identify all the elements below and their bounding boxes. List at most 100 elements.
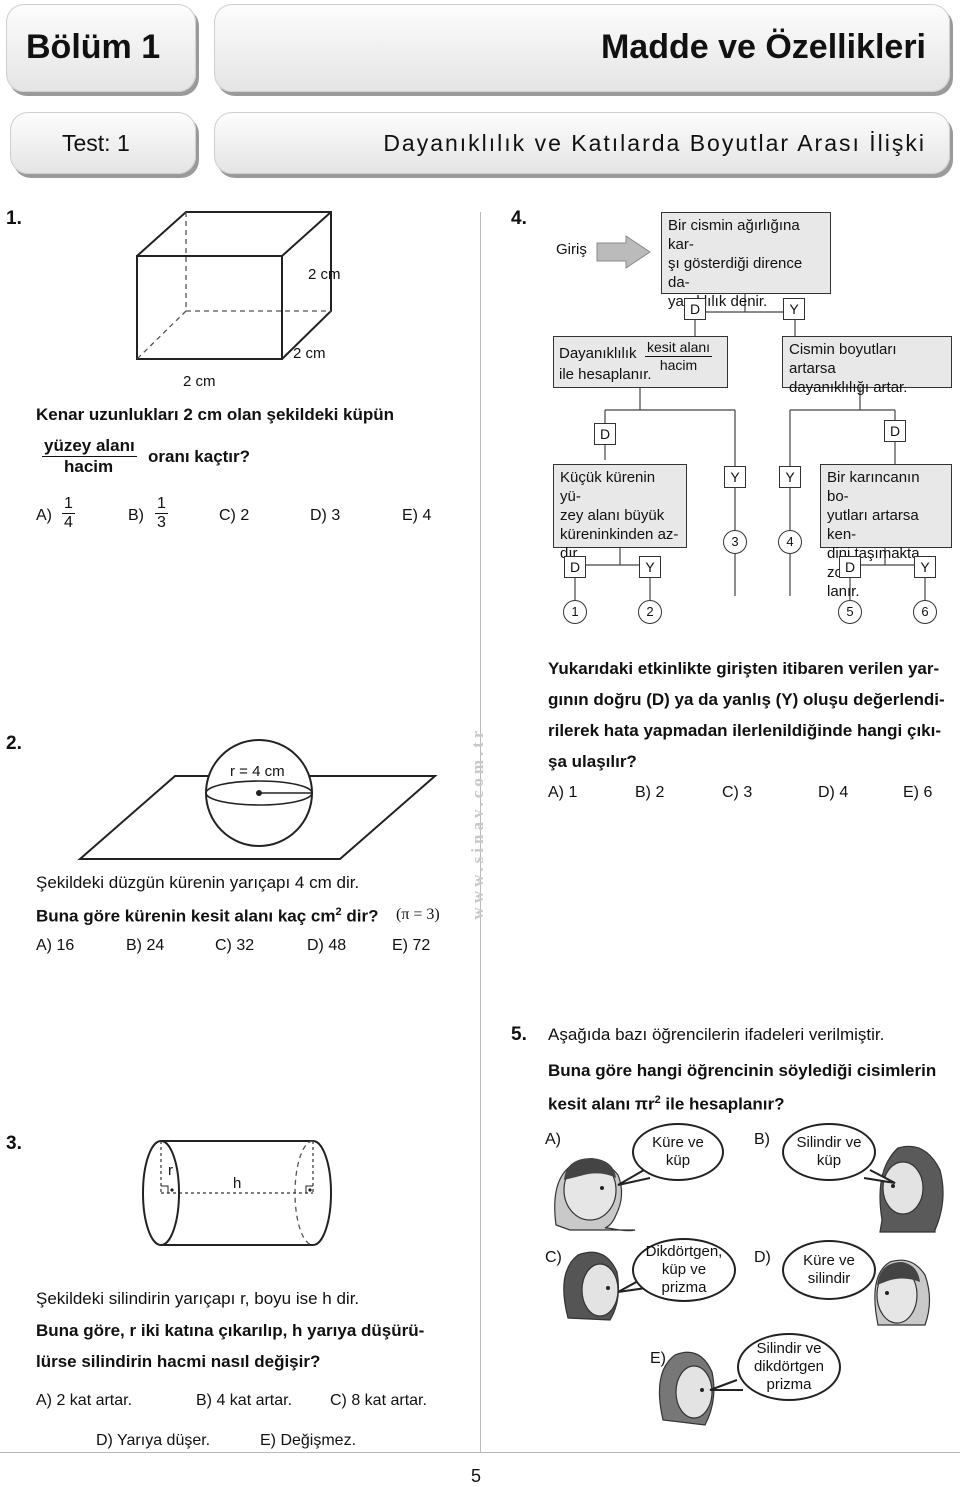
q5-option-b[interactable]: B) — [754, 1131, 770, 1148]
flow-exit-6: 6 — [913, 600, 937, 624]
cylinder-h-label: h — [233, 1175, 242, 1192]
q2-option-d[interactable]: D) 48 — [307, 937, 347, 954]
q1-option-b[interactable]: B) — [128, 507, 144, 524]
cube-label-width: 2 cm — [183, 373, 216, 390]
flow-lower-left-box: Küçük kürenin yü- zey alanı büyük küreni… — [553, 464, 687, 562]
cube-label-height: 2 cm — [308, 266, 341, 283]
question-5-text-3: kesit alanı πr2 ile hesaplanır? — [548, 1094, 785, 1114]
subtitle: Dayanıklılık ve Katılarda Boyutlar Arası… — [383, 130, 926, 156]
q5-option-b-bubble: Silindir ve küp — [782, 1123, 876, 1181]
cylinder-r-label: r — [168, 1162, 173, 1179]
q3-option-b[interactable]: B) 4 kat artar. — [196, 1392, 293, 1409]
student-b-figure — [879, 1145, 944, 1233]
student-e-figure — [658, 1351, 715, 1426]
flow-tag-d: D — [684, 298, 706, 320]
question-1-fraction: yüzey alanı hacim — [42, 436, 137, 476]
q1-option-d[interactable]: D) 3 — [310, 507, 341, 524]
test-label: Test: 1 — [62, 130, 130, 156]
flow-right-box: Cismin boyutları artarsa dayanıklılığı a… — [782, 336, 952, 396]
question-3-text-1: Şekildeki silindirin yarıçapı r, boyu is… — [36, 1289, 360, 1308]
question-4-number: 4. — [511, 208, 527, 229]
question-5-text-1: Aşağıda bazı öğrencilerin ifadeleri veri… — [548, 1025, 885, 1044]
question-4-text-3: rilerek hata yapmadan ilerlenildiğinde h… — [548, 721, 942, 740]
flow-exit-3: 3 — [723, 530, 747, 554]
question-1-fraction-tail: oranı kaçtır? — [148, 447, 251, 466]
subtitle-box — [214, 112, 950, 174]
flow-tag-d: D — [594, 423, 616, 445]
q3-option-e[interactable]: E) Değişmez. — [260, 1432, 357, 1449]
q2-option-c[interactable]: C) 32 — [215, 937, 255, 954]
flow-left-box — [553, 336, 728, 388]
question-5-text-2: Buna göre hangi öğrencinin söylediği cis… — [548, 1061, 937, 1080]
q5-option-a[interactable]: A) — [545, 1131, 561, 1148]
chapter-label: Bölüm 1 — [26, 28, 161, 66]
question-5-number: 5. — [511, 1024, 527, 1045]
flow-exit-2: 2 — [638, 600, 662, 624]
q1-option-c[interactable]: C) 2 — [219, 507, 250, 524]
student-c-figure — [563, 1251, 620, 1321]
q5-option-c-bubble: Dikdörtgen, küp ve prizma — [632, 1238, 736, 1302]
flow-tag-d: D — [564, 556, 586, 578]
question-4-text-1: Yukarıdaki etkinlikte girişten itibaren … — [548, 659, 940, 678]
flow-tag-y: Y — [779, 466, 801, 488]
q2-option-e[interactable]: E) 72 — [392, 937, 431, 954]
question-2-text-2: Buna göre kürenin kesit alanı kaç cm2 di… — [36, 906, 379, 926]
q2-option-b[interactable]: B) 24 — [126, 937, 165, 954]
student-a-figure — [554, 1158, 636, 1232]
chapter-box — [6, 4, 196, 92]
q4-option-d[interactable]: D) 4 — [818, 784, 849, 801]
column-divider — [480, 212, 481, 1452]
q4-option-b[interactable]: B) 2 — [635, 784, 665, 801]
flowchart-lines — [574, 235, 926, 600]
q3-option-c[interactable]: C) 8 kat artar. — [330, 1392, 427, 1409]
q3-option-a[interactable]: A) 2 kat artar. — [36, 1392, 133, 1409]
q4-option-e[interactable]: E) 6 — [903, 784, 933, 801]
flow-left-box-fraction: kesit alanı hacim — [645, 339, 713, 373]
cube-label-depth: 2 cm — [293, 345, 326, 362]
q4-option-c[interactable]: C) 3 — [722, 784, 753, 801]
flow-exit-1: 1 — [563, 600, 587, 624]
flow-tag-y: Y — [914, 556, 936, 578]
question-1-number: 1. — [6, 208, 22, 229]
q2-option-a[interactable]: A) 16 — [36, 937, 75, 954]
q4-option-a[interactable]: A) 1 — [548, 784, 578, 801]
question-4-text-2: gının doğru (D) ya da yanlış (Y) oluşu d… — [548, 690, 945, 709]
page-number: 5 — [471, 1466, 482, 1486]
question-4-text-4: şa ulaşılır? — [548, 752, 637, 771]
question-1-text: Kenar uzunlukları 2 cm olan şekildeki kü… — [36, 405, 395, 424]
q5-option-d[interactable]: D) — [754, 1249, 771, 1266]
sphere-figure — [77, 739, 438, 860]
q5-option-c[interactable]: C) — [545, 1249, 562, 1266]
page-title: Madde ve Özellikleri — [600, 28, 926, 66]
flow-left-box-post: ile hesaplanır. — [559, 366, 652, 383]
question-3-text-2b: lürse silindirin hacmi nasıl değişir? — [36, 1352, 321, 1371]
q5-option-e-bubble: Silindir ve dikdörtgen prizma — [737, 1333, 841, 1401]
test-box — [10, 112, 196, 174]
cylinder-figure — [142, 1140, 332, 1246]
flow-exit-4: 4 — [778, 530, 802, 554]
q5-option-e[interactable]: E) — [650, 1350, 666, 1367]
flow-tag-y: Y — [639, 556, 661, 578]
q5-option-d-bubble: Küre ve silindir — [782, 1240, 876, 1300]
title-box — [214, 4, 950, 92]
question-3-text-2a: Buna göre, r iki katına çıkarılıp, h yar… — [36, 1321, 425, 1340]
q1-option-e[interactable]: E) 4 — [402, 507, 432, 524]
student-d-figure — [874, 1259, 931, 1326]
student-figures — [554, 1145, 944, 1426]
question-2-pi-note: (π = 3) — [396, 906, 440, 923]
footer-line — [0, 1452, 960, 1453]
flow-exit-5: 5 — [838, 600, 862, 624]
flow-entry-label: Giriş — [556, 241, 587, 258]
q1-option-a[interactable]: A) — [36, 507, 52, 524]
question-2-number: 2. — [6, 733, 22, 754]
flow-tag-y: Y — [783, 298, 805, 320]
flow-tag-d: D — [884, 420, 906, 442]
q3-option-d[interactable]: D) Yarıya düşer. — [96, 1432, 211, 1449]
flow-tag-d: D — [839, 556, 861, 578]
cube-figure — [136, 211, 332, 360]
q5-option-a-bubble: Küre ve küp — [632, 1123, 724, 1181]
question-3-number: 3. — [6, 1133, 22, 1154]
flow-tag-y: Y — [724, 466, 746, 488]
